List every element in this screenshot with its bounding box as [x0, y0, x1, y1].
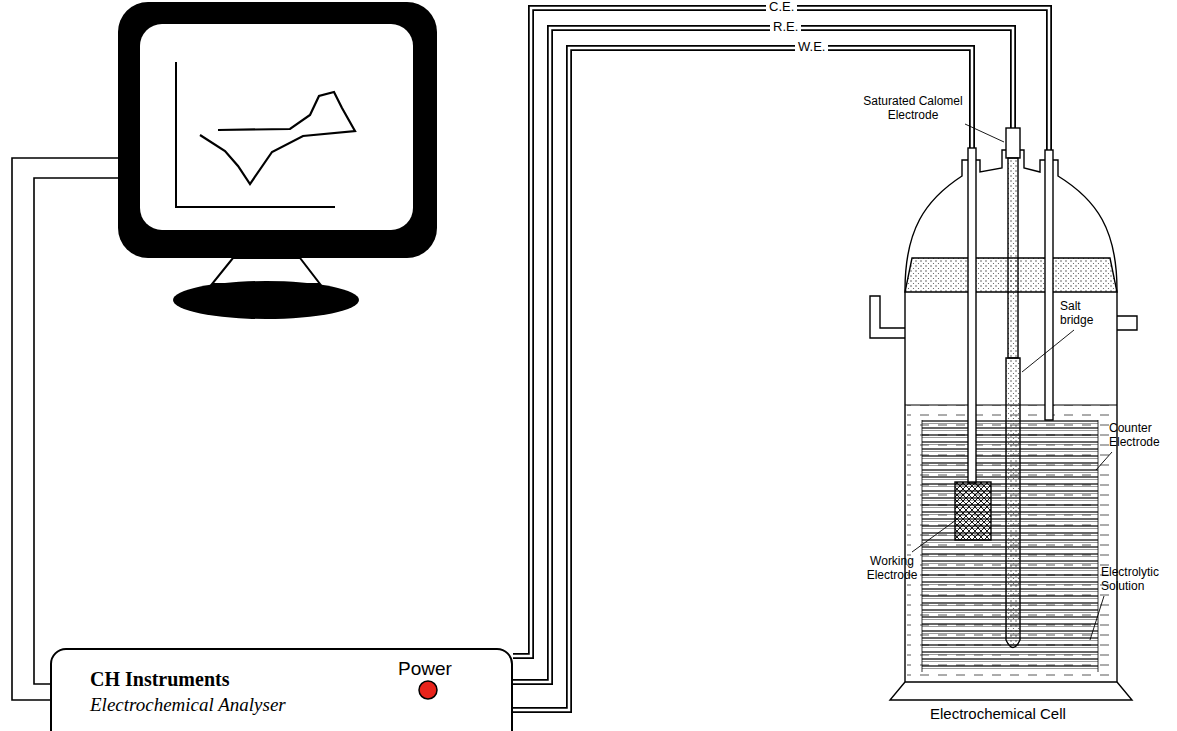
part-label: Electrolytic Solution: [1101, 566, 1173, 594]
part-label: Salt bridge: [1060, 300, 1110, 328]
wire-label: W.E.: [795, 40, 828, 55]
analyser-box: CH InstrumentsElectrochemical Analyser Po…: [50, 648, 513, 731]
power-light: [419, 681, 437, 699]
device-name: CH Instruments: [90, 668, 229, 691]
caption-label: Electrochemical Cell: [930, 705, 1066, 722]
part-label: Working Electrode: [860, 555, 924, 583]
electrochemical-cell: [870, 124, 1137, 700]
monitor-cable: [12, 158, 118, 700]
wire-label: R.E.: [770, 20, 801, 35]
part-label: Counter Electrode: [1109, 422, 1173, 450]
monitor: [118, 2, 437, 319]
device-type: Electrochemical Analyser: [90, 694, 286, 716]
part-label: Saturated Calomel Electrode: [858, 95, 968, 123]
wire-label: C.E.: [766, 0, 797, 15]
power-label: Power: [398, 658, 452, 680]
